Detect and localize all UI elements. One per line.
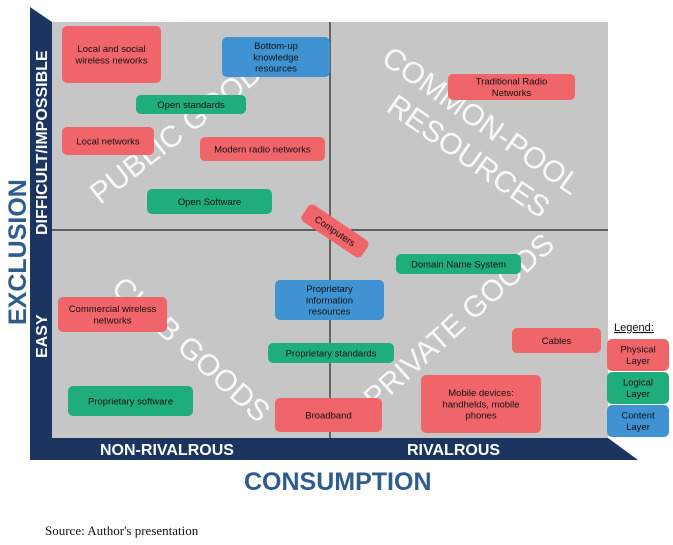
item-traditional-radio-networks-shape bbox=[448, 74, 575, 100]
legend-logical-shape bbox=[607, 372, 669, 404]
y-axis-title: EXCLUSION bbox=[4, 179, 32, 325]
item-domain-name-system-shape bbox=[396, 254, 521, 274]
item-proprietary-software-text: Proprietary software bbox=[88, 396, 173, 407]
item-mobile-devices-handhelds-mobile-phones-text: phones bbox=[465, 411, 496, 422]
y-axis-top-label: DIFFICULT/IMPOSSIBLE bbox=[34, 50, 51, 235]
legend-title: Legend: bbox=[614, 322, 654, 334]
item-computers-shape bbox=[301, 204, 369, 258]
item-proprietary-software-shape bbox=[68, 386, 193, 416]
item-domain-name-system-text: Domain Name System bbox=[411, 259, 506, 270]
item-open-standards: Open standards bbox=[136, 95, 246, 114]
item-commercial-wireless-networks-shape bbox=[58, 297, 167, 332]
item-modern-radio-networks: Modern radio networks bbox=[200, 137, 325, 161]
item-open-software: Open Software bbox=[147, 189, 272, 214]
legend-logical-text: Layer bbox=[626, 389, 650, 400]
item-domain-name-system: Domain Name System bbox=[396, 254, 521, 274]
item-local-networks-text: Local networks bbox=[76, 136, 140, 147]
item-proprietary-information-resources-text: resources bbox=[309, 307, 351, 318]
item-cables-text: Cables bbox=[542, 336, 572, 347]
item-proprietary-standards-shape bbox=[268, 343, 394, 363]
x-axis-right-label: RIVALROUS bbox=[407, 442, 500, 459]
item-mobile-devices-handhelds-mobile-phones-text: Mobile devices: bbox=[448, 388, 513, 399]
legend-physical-text: Layer bbox=[626, 356, 650, 367]
item-broadband-text: Broadband bbox=[305, 410, 351, 421]
item-modern-radio-networks-text: Modern radio networks bbox=[214, 144, 311, 155]
item-modern-radio-networks-shape bbox=[200, 137, 325, 161]
item-proprietary-information-resources-shape bbox=[275, 280, 384, 320]
item-commercial-wireless-networks-text: networks bbox=[93, 316, 131, 327]
item-mobile-devices-handhelds-mobile-phones-shape bbox=[421, 375, 541, 433]
item-local-networks: Local networks bbox=[62, 127, 154, 155]
item-cables-shape bbox=[512, 328, 601, 353]
legend-physical-text: Physical bbox=[620, 345, 655, 356]
item-cables: Cables bbox=[512, 328, 601, 353]
legend-content-text: Content bbox=[621, 411, 655, 422]
item-proprietary-standards: Proprietary standards bbox=[268, 343, 394, 363]
x-axis-title: CONSUMPTION bbox=[244, 468, 432, 496]
legend-content-text: Layer bbox=[626, 422, 650, 433]
item-open-standards-shape bbox=[136, 95, 246, 114]
item-local-networks-shape bbox=[62, 127, 154, 155]
item-broadband-shape bbox=[275, 398, 382, 432]
item-commercial-wireless-networks-text: Commercial wireless bbox=[69, 304, 157, 315]
item-open-standards-text: Open standards bbox=[157, 100, 225, 111]
source-note: Source: Author's presentation bbox=[45, 523, 199, 538]
item-traditional-radio-networks-text: Networks bbox=[492, 88, 532, 99]
y-axis-bottom-label: EASY bbox=[34, 314, 51, 358]
legend-physical-shape bbox=[607, 339, 669, 371]
item-bottom-up-knowledge-resources-shape bbox=[222, 37, 330, 77]
item-open-software-shape bbox=[147, 189, 272, 214]
item-open-software-text: Open Software bbox=[178, 197, 241, 208]
item-local-and-social-wireless-neworks-text: wireless neworks bbox=[74, 56, 148, 67]
legend-logical-text: Logical bbox=[623, 378, 653, 389]
item-proprietary-software: Proprietary software bbox=[68, 386, 193, 416]
item-local-and-social-wireless-neworks-text: Local and social bbox=[77, 44, 145, 55]
item-traditional-radio-networks-text: Traditional Radio bbox=[476, 77, 547, 88]
item-mobile-devices-handhelds-mobile-phones-text: handhelds, mobile bbox=[442, 399, 519, 410]
item-proprietary-information-resources-text: Proprietary bbox=[306, 284, 353, 295]
item-bottom-up-knowledge-resources-text: Bottom-up bbox=[254, 41, 298, 52]
legend: Legend: PhysicalLayerLogicalLayerContent… bbox=[607, 322, 669, 437]
item-bottom-up-knowledge-resources-text: resources bbox=[255, 64, 297, 75]
item-proprietary-standards-text: Proprietary standards bbox=[286, 348, 377, 359]
item-bottom-up-knowledge-resources-text: knowledge bbox=[253, 52, 298, 63]
x-axis-left-label: NON-RIVALROUS bbox=[100, 442, 234, 459]
item-local-and-social-wireless-neworks-shape bbox=[62, 26, 161, 83]
item-proprietary-information-resources-text: information bbox=[306, 295, 353, 306]
item-broadband: Broadband bbox=[275, 398, 382, 432]
legend-content-shape bbox=[607, 405, 669, 437]
